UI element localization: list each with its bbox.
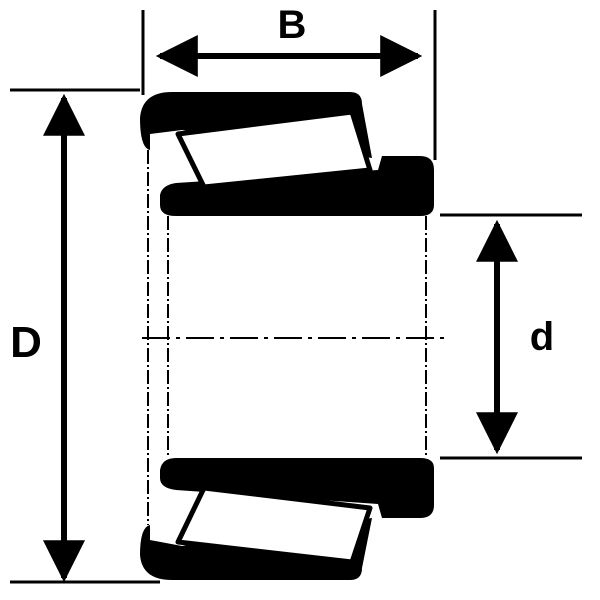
dimension-arrows: [43, 35, 518, 583]
inner-ring-bottom: [160, 458, 434, 518]
label-outer-diameter: D: [10, 318, 42, 367]
roller-bottom: [175, 485, 373, 565]
bearing-section: [140, 92, 445, 580]
roller-top: [175, 109, 373, 190]
label-width: B: [278, 3, 307, 47]
extension-lines: [10, 10, 582, 584]
label-bore-diameter: d: [530, 315, 554, 359]
